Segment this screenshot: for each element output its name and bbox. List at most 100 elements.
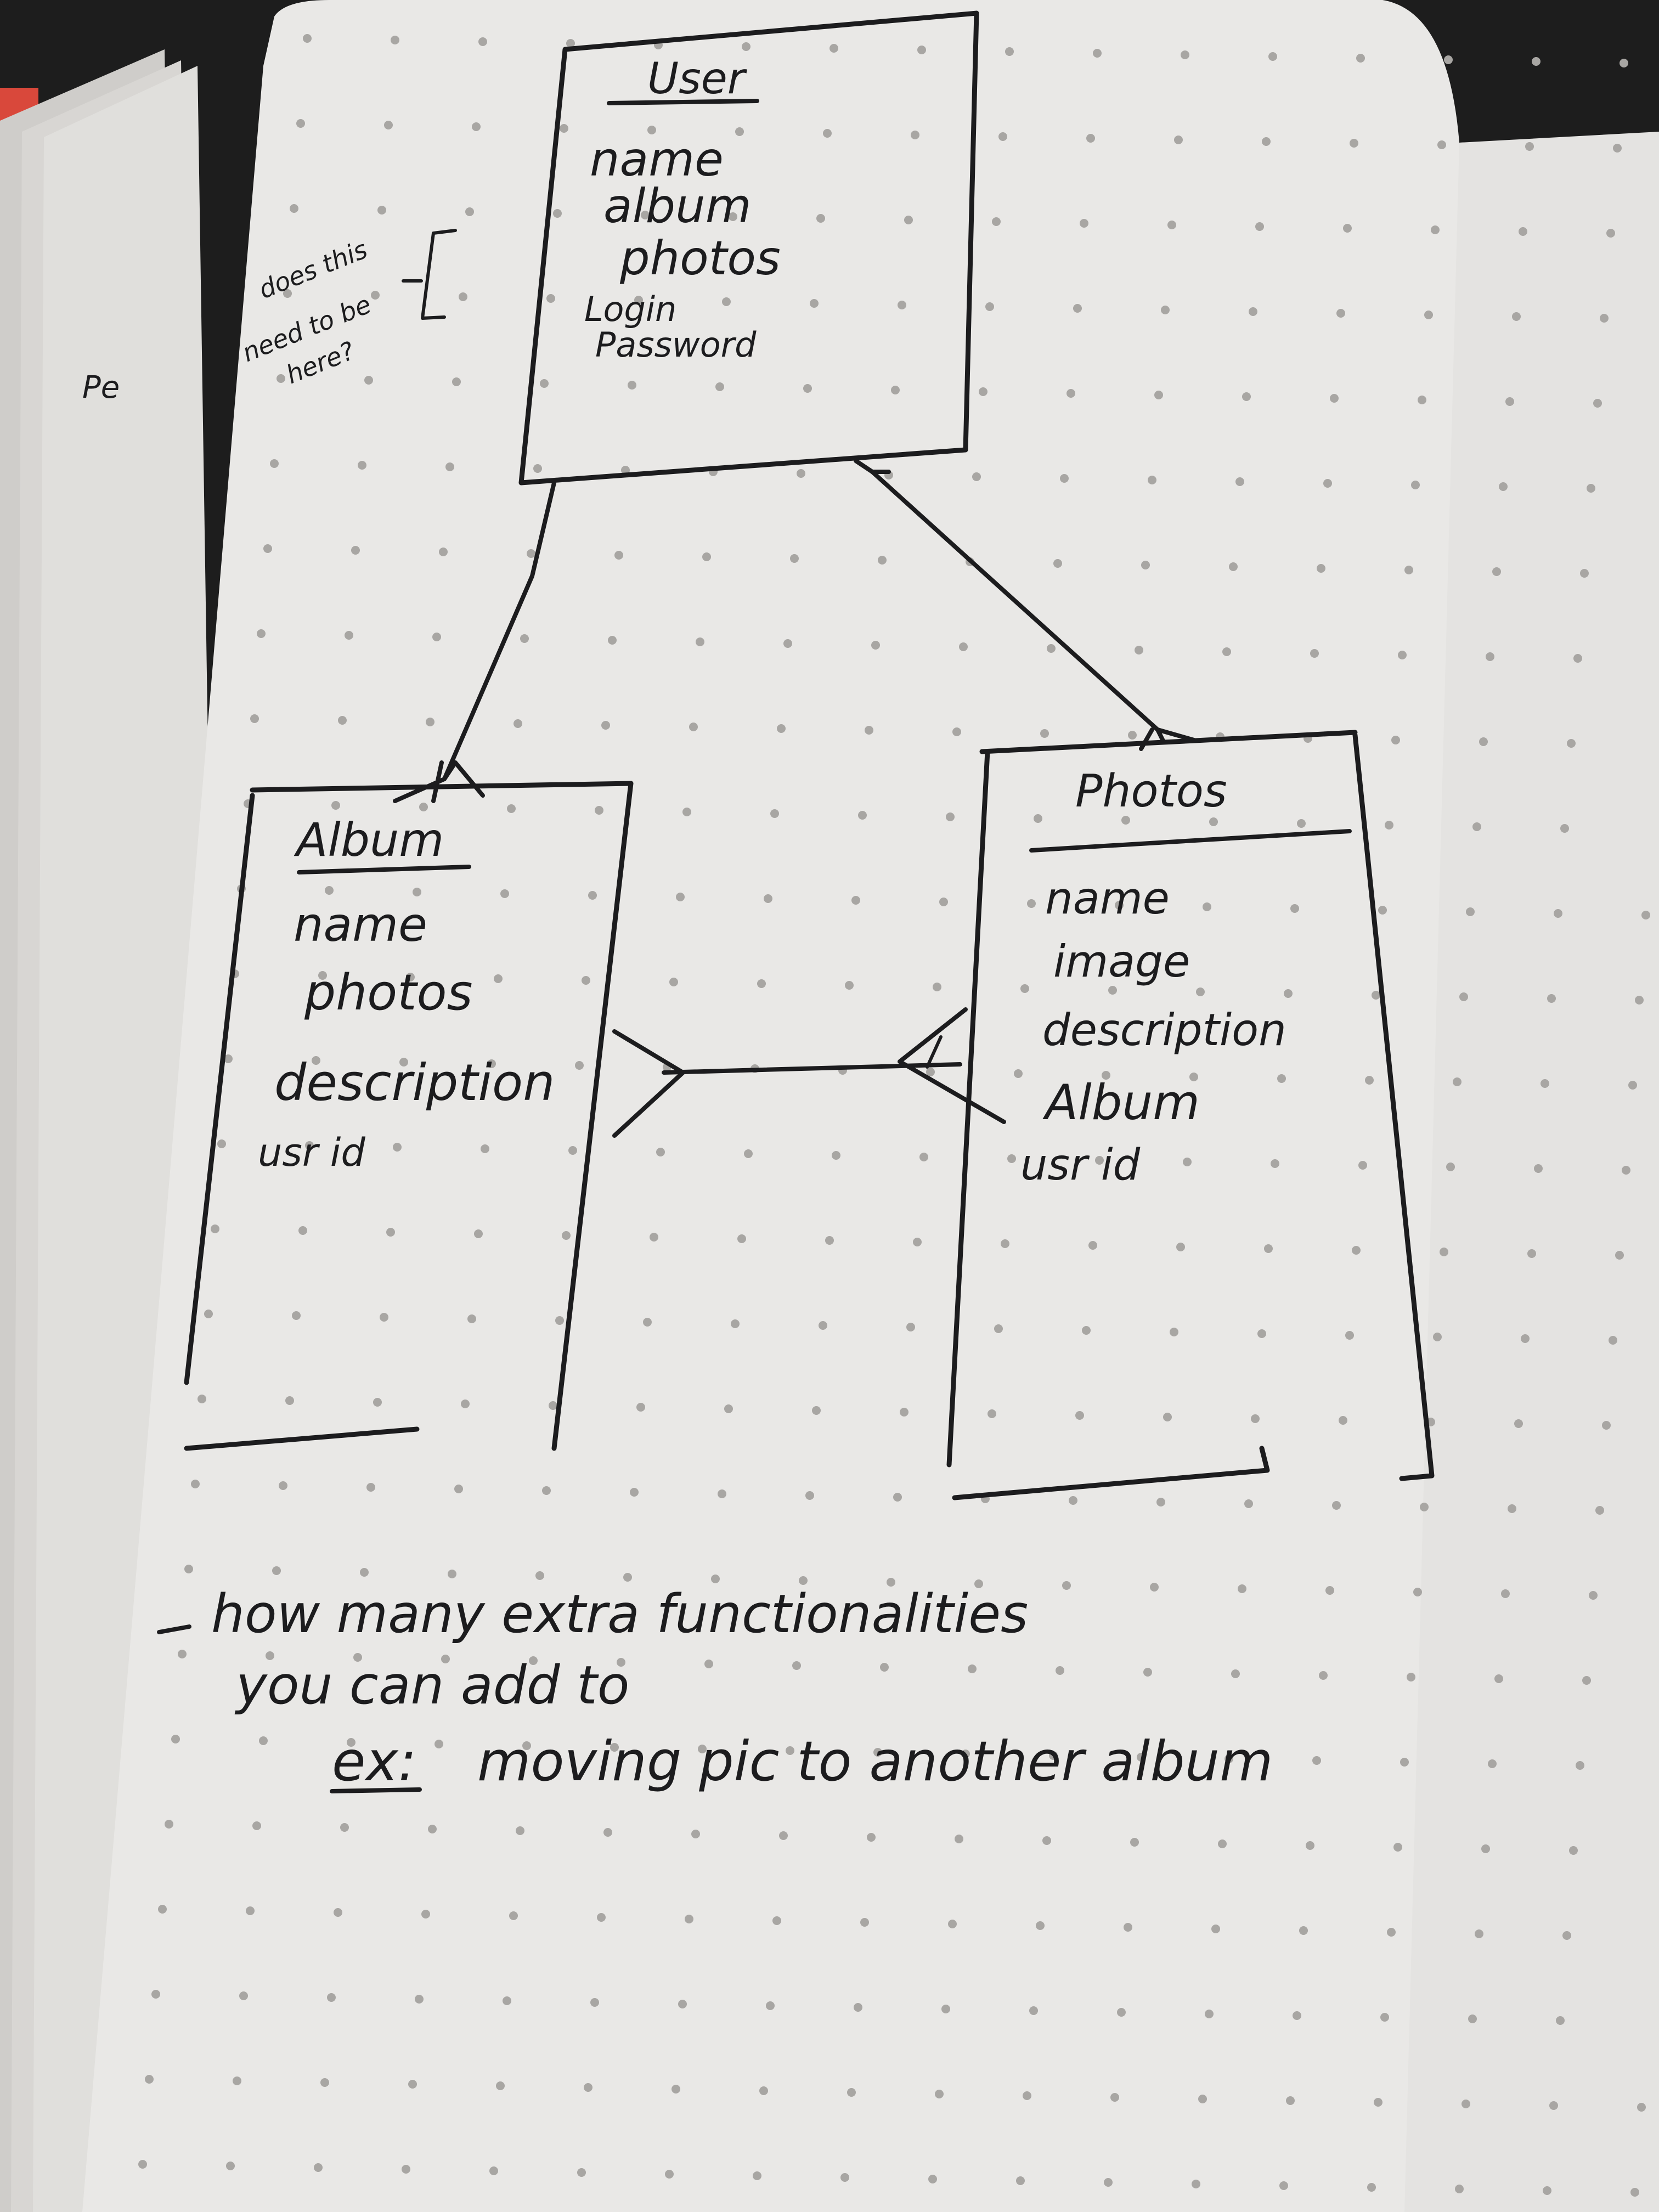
grid-dot <box>340 1823 349 1832</box>
grid-dot <box>435 1740 443 1748</box>
grid-dot <box>1299 1926 1308 1935</box>
grid-dot <box>351 546 360 555</box>
grid-dot <box>904 216 913 224</box>
grid-dot <box>722 297 731 306</box>
grid-dot <box>516 1826 524 1835</box>
grid-dot <box>327 1993 336 2002</box>
grid-dot <box>276 374 285 383</box>
grid-dot <box>812 1406 821 1415</box>
grid-dot <box>656 1148 665 1156</box>
grid-dot <box>1027 899 1036 908</box>
grid-dot <box>1532 57 1541 66</box>
grid-dot <box>1387 1928 1396 1937</box>
grid-dot <box>893 1493 902 1502</box>
grid-dot <box>1238 1584 1246 1593</box>
grid-dot <box>1167 221 1176 229</box>
grid-dot <box>566 39 575 48</box>
grid-dot <box>1110 2093 1119 2102</box>
grid-dot <box>898 301 906 309</box>
grid-dot <box>402 2165 410 2174</box>
grid-dot <box>1486 652 1494 661</box>
grid-dot <box>1242 392 1251 401</box>
grid-dot <box>494 974 503 983</box>
grid-dot <box>926 1068 935 1076</box>
grid-dot <box>478 37 487 46</box>
grid-dot <box>1174 136 1183 144</box>
grid-dot <box>972 472 981 481</box>
grid-dot <box>428 1825 437 1833</box>
grid-dot <box>1121 816 1130 825</box>
grid-dot <box>259 1736 268 1745</box>
grid-dot <box>1505 397 1514 406</box>
grid-dot <box>691 1830 700 1838</box>
grid-dot <box>917 46 926 54</box>
grid-dot <box>1244 1499 1253 1508</box>
grid-dot <box>1600 314 1609 323</box>
grid-dot <box>665 2170 674 2179</box>
grid-dot <box>1641 911 1650 919</box>
grid-dot <box>1358 1161 1367 1170</box>
grid-dot <box>391 36 399 44</box>
grid-dot <box>542 1486 551 1495</box>
grid-dot <box>540 379 549 388</box>
grid-dot <box>715 382 724 391</box>
grid-dot <box>266 1651 274 1660</box>
relationship-lines <box>393 459 1198 1138</box>
grid-dot <box>860 1918 869 1927</box>
grid-dot <box>487 1059 496 1068</box>
grid-dot <box>415 1995 424 2004</box>
grid-dot <box>1576 1761 1584 1770</box>
grid-dot <box>1554 909 1562 918</box>
grid-dot <box>1218 1839 1227 1848</box>
grid-dot <box>1176 1243 1185 1251</box>
grid-dot <box>1479 737 1488 746</box>
grid-dot <box>1060 474 1069 483</box>
grid-dot <box>735 127 744 136</box>
grid-dot <box>380 1313 388 1322</box>
grid-dot <box>1104 2178 1113 2187</box>
grid-dot <box>1143 1668 1152 1677</box>
grid-dot <box>171 1735 180 1743</box>
grid-dot <box>1034 814 1042 823</box>
grid-dot <box>590 1998 599 2007</box>
photos-box-left <box>946 749 990 1468</box>
grid-dot <box>669 978 678 986</box>
grid-dot <box>1088 1241 1097 1250</box>
grid-dot <box>803 384 812 393</box>
grid-dot <box>360 1568 369 1577</box>
grid-dot <box>799 1576 808 1585</box>
album-box-right <box>551 781 634 1451</box>
grid-dot <box>1404 566 1413 574</box>
grid-dot <box>935 2090 944 2098</box>
grid-dot <box>702 552 711 561</box>
grid-dot <box>1620 59 1628 67</box>
grid-dot <box>1235 477 1244 486</box>
grid-dot <box>509 1911 518 1920</box>
grid-dot <box>961 1750 970 1758</box>
grid-dot <box>1279 2181 1288 2190</box>
grid-dot <box>1137 1753 1146 1762</box>
left-page-text: Pe <box>82 370 120 405</box>
grid-dot <box>1156 1498 1165 1506</box>
grid-dot <box>1343 224 1352 233</box>
grid-dot <box>1310 649 1319 658</box>
grid-dot <box>1095 1156 1104 1165</box>
grid-dot <box>257 629 266 638</box>
grid-dot <box>1541 1079 1549 1088</box>
grid-dot <box>1189 1073 1198 1081</box>
grid-dot <box>320 2078 329 2087</box>
grid-dot <box>514 719 522 728</box>
user-field-login: Login <box>584 289 676 329</box>
grid-dot <box>184 1565 193 1573</box>
photos-entity: Photos name image description Album usr … <box>946 730 1435 1500</box>
grid-dot <box>952 727 961 736</box>
grid-dot <box>1293 2011 1301 2020</box>
grid-dot <box>1014 1069 1023 1078</box>
note-line-3-prefix: ex: <box>332 1729 416 1793</box>
grid-dot <box>704 1660 713 1668</box>
grid-dot <box>770 809 779 818</box>
grid-dot <box>233 2076 241 2085</box>
grid-dot <box>1161 306 1170 314</box>
grid-dot <box>1196 988 1205 996</box>
